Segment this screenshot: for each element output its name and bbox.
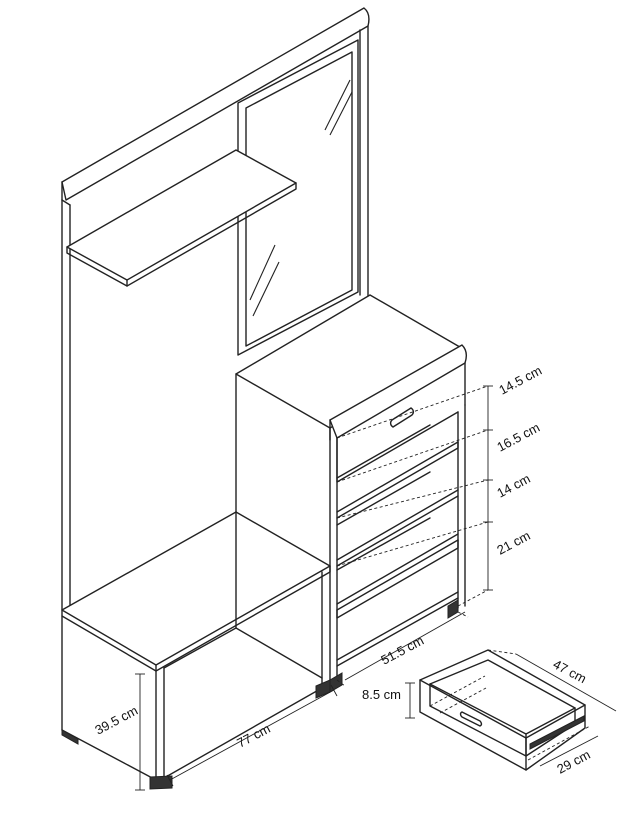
mirror: [237, 39, 359, 356]
detached-drawer: [419, 649, 591, 771]
label-drawer-depth: 29 cm: [554, 747, 592, 777]
label-shelf-gap-3: 21 cm: [494, 528, 532, 558]
label-bench-height: 39.5 cm: [92, 703, 140, 738]
shoe-cabinet: [235, 294, 467, 693]
label-drawer-length: 47 cm: [551, 656, 589, 686]
label-shelf-gap-2: 14 cm: [494, 471, 532, 501]
label-drawer-front-height: 14.5 cm: [496, 363, 544, 398]
label-shelf-gap-1: 16.5 cm: [494, 420, 542, 455]
dimension-lines: [135, 385, 617, 791]
label-bench-width: 77 cm: [234, 721, 272, 751]
label-drawer-height: 8.5 cm: [362, 687, 401, 702]
hanging-shelf: [66, 149, 297, 287]
back-panel: [61, 7, 370, 611]
bench: [61, 511, 331, 790]
